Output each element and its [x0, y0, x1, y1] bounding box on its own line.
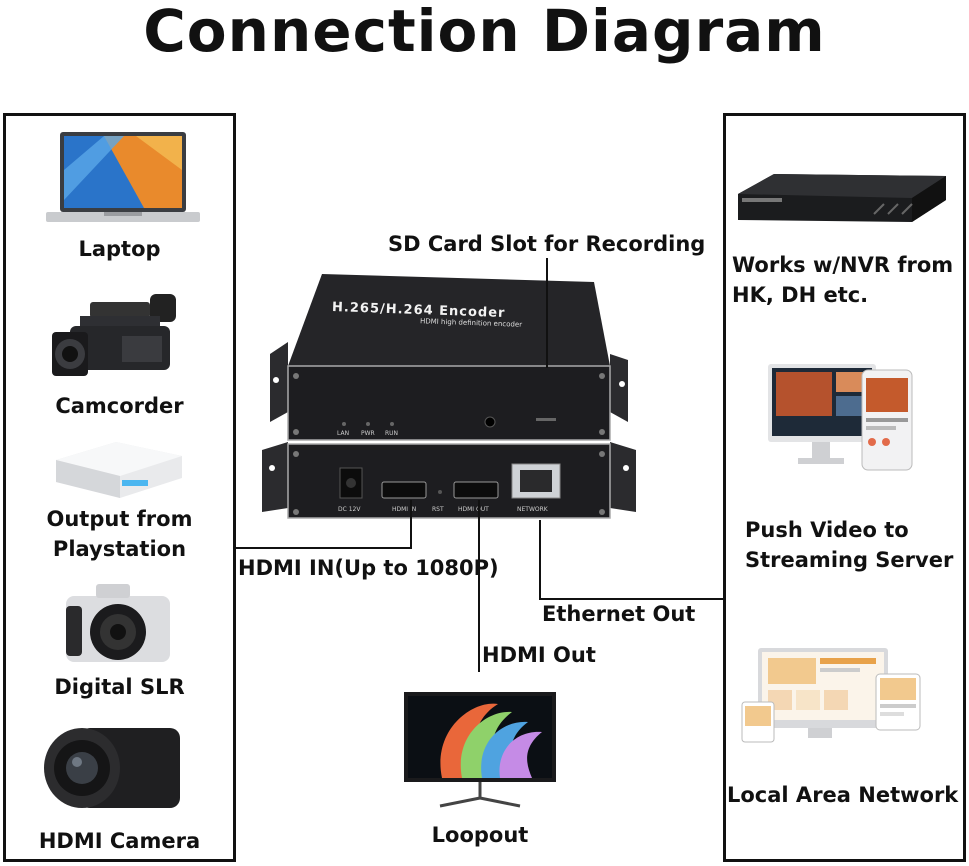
laptop-image [46, 132, 200, 222]
diagram-title: Connection Diagram [143, 0, 826, 65]
dslr-label: Digital SLR [54, 675, 185, 699]
destinations-box [723, 113, 966, 862]
port-hdmi-out-label: HDMI OUT [458, 506, 489, 513]
nvr-image [738, 174, 946, 222]
hdmi-in-label: HDMI IN(Up to 1080P) [238, 556, 499, 580]
port-network-label: NETWORK [517, 506, 548, 513]
hdmi-in-line-vertical [410, 500, 412, 549]
led-lan-label: LAN [337, 430, 350, 437]
sd-card-line [546, 258, 548, 368]
led-pwr-label: PWR [361, 430, 375, 437]
lan-label: Local Area Network [727, 783, 959, 807]
ethernet-line-vertical [539, 520, 541, 600]
laptop-label: Laptop [78, 237, 161, 261]
port-rst-label: RST [432, 506, 444, 513]
monitor-image [404, 692, 556, 808]
ethernet-out-label: Ethernet Out [542, 602, 696, 626]
hdmi-out-label: HDMI Out [482, 643, 596, 667]
dslr-image [66, 584, 170, 662]
loopout-label: Loopout [431, 823, 529, 847]
playstation-label-line1: Output from [46, 507, 193, 531]
hdmi-camera-image [44, 728, 180, 808]
sd-card-label: SD Card Slot for Recording [388, 232, 706, 256]
led-run-label: RUN [385, 430, 399, 437]
lan-devices-image [741, 648, 921, 743]
streaming-image [768, 364, 913, 471]
hdmi-out-line [478, 500, 480, 672]
nvr-label-line1: Works w/NVR from [732, 253, 954, 277]
sources-box [3, 113, 236, 862]
port-hdmi-in-label: HDMI IN [392, 506, 417, 513]
nvr-label-line2: HK, DH etc. [732, 283, 869, 307]
playstation-label-line2: Playstation [52, 537, 187, 561]
camcorder-label: Camcorder [55, 394, 184, 418]
camcorder-image [52, 294, 176, 376]
hdmi-in-line-horizontal [236, 547, 412, 549]
hdmi-camera-label: HDMI Camera [38, 829, 201, 853]
ethernet-line-horizontal [539, 598, 723, 600]
streaming-label-line1: Push Video to [745, 518, 909, 542]
encoder-device-image [262, 274, 636, 519]
streaming-label-line2: Streaming Server [745, 548, 954, 572]
port-dc-label: DC 12V [338, 506, 361, 513]
playstation-image [56, 442, 182, 498]
